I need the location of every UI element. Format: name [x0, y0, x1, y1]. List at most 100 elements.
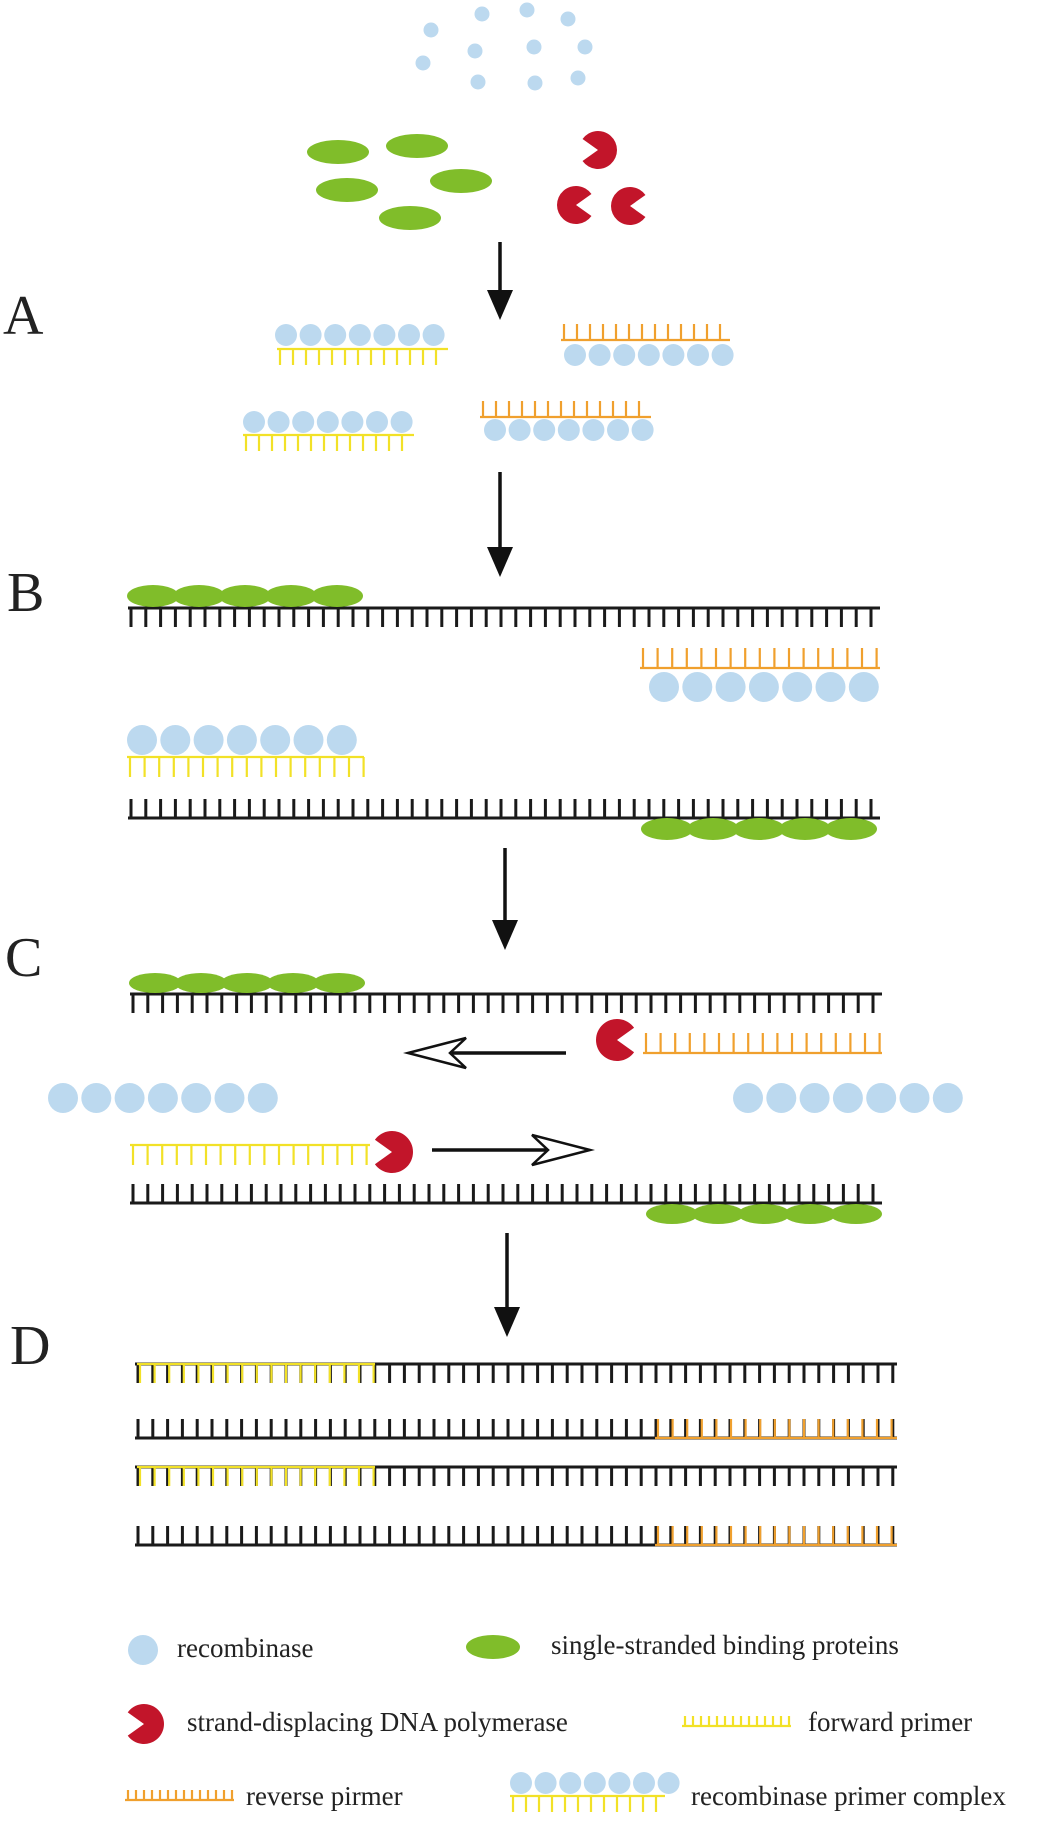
- ssb-protein: [830, 1204, 882, 1224]
- recombinase-bead: [247, 1083, 278, 1113]
- complex-a2-recombinase: [564, 344, 734, 366]
- recombinase-bead: [341, 411, 364, 433]
- recombinase-bead: [899, 1083, 930, 1113]
- ssb-protein: [386, 134, 448, 158]
- ssb-row-c-bottom: [646, 1204, 882, 1224]
- free-polymerase-3: [611, 187, 646, 226]
- recombinase-bead: [373, 324, 396, 346]
- complex-a3-recombinase: [243, 411, 413, 433]
- recombinase-bead: [733, 1083, 763, 1113]
- amplicon-1-bottom-strand-path: [135, 1419, 897, 1440]
- recombinase-dot: [467, 43, 483, 59]
- complex-a3-forward-primer-path: [243, 433, 414, 451]
- template-b-top: [128, 606, 880, 627]
- primer-b-reverse: [640, 648, 880, 670]
- ssb-row-c-top: [129, 973, 365, 993]
- template-c-bottom: [130, 1184, 882, 1205]
- recombinase-bead: [662, 344, 685, 366]
- amplicon-2-bottom-strand-path: [135, 1526, 897, 1547]
- recombinase-bead: [582, 419, 605, 441]
- recombinase-bead: [398, 324, 420, 346]
- complex-a1-recombinase: [275, 324, 445, 346]
- recombinase-bead: [748, 672, 779, 702]
- complex-a4-reverse-primer-path: [480, 401, 651, 419]
- legend-ssb-icon: [466, 1635, 520, 1659]
- recombinase-dot: [423, 22, 439, 38]
- recombinase-bead: [422, 324, 445, 346]
- recombinase-bead: [766, 1083, 797, 1113]
- amplicon-2-reverse-primer-path: [655, 1526, 897, 1547]
- step-label-b: B: [7, 562, 45, 624]
- step-label-c: C: [5, 927, 43, 989]
- legend-label-polymerase: strand-displacing DNA polymerase: [187, 1707, 568, 1737]
- recombinase-bead: [366, 411, 388, 433]
- legend-complex-recombinase-icon: [510, 1772, 680, 1794]
- recombinase-dot: [470, 74, 486, 90]
- free-recombinase-dots: [415, 2, 593, 91]
- arrow-to-step-c-head: [492, 920, 518, 950]
- amplicon-2-forward-primer: [137, 1465, 375, 1486]
- free-ssb-proteins: [307, 134, 492, 230]
- arrow-to-step-c: [492, 848, 518, 950]
- recombinase-bead: [711, 344, 734, 366]
- complex-a3-forward-primer: [243, 433, 414, 451]
- ssb-protein: [430, 169, 492, 193]
- ssb-protein: [641, 818, 693, 840]
- recombinase-bead: [782, 672, 813, 702]
- ssb-protein: [779, 818, 831, 840]
- arrow-c-leftward-head: [403, 1036, 467, 1070]
- recombinase-bead: [299, 324, 322, 346]
- recombinase-bead: [275, 324, 297, 346]
- recombinase-dot: [415, 55, 431, 71]
- recombinase-bead: [657, 1772, 680, 1794]
- recombinase-bead: [533, 419, 556, 441]
- primer-b-forward: [127, 755, 365, 777]
- recombinase-bead: [682, 672, 713, 702]
- legend-reverse-primer-icon-path: [125, 1790, 234, 1802]
- ssb-row-b-bottom: [641, 818, 877, 840]
- amplicon-1-reverse-primer-path: [655, 1419, 897, 1440]
- recombinase-dot: [577, 39, 593, 55]
- legend-label-ssb: single-stranded binding proteins: [551, 1630, 899, 1660]
- ssb-protein: [313, 973, 365, 993]
- legend-label-recombinase: recombinase: [177, 1633, 314, 1663]
- legend-label-forward-primer: forward primer: [808, 1707, 973, 1737]
- recombinase-bead: [534, 1772, 557, 1794]
- ssb-protein: [219, 585, 271, 607]
- complex-a1-forward-primer: [277, 347, 448, 365]
- amplicon-1-top-strand: [135, 1362, 897, 1383]
- amplicon-2-forward-primer-path: [137, 1465, 375, 1486]
- ssb-protein: [687, 818, 739, 840]
- recombinase-bead: [637, 344, 660, 366]
- arrow-c-rightward: [432, 1133, 595, 1167]
- recombinase-bead: [557, 419, 580, 441]
- ssb-protein: [825, 818, 877, 840]
- template-c-bottom-path: [130, 1184, 882, 1205]
- recombinase-bead: [815, 672, 846, 702]
- ssb-protein: [379, 206, 441, 230]
- primer-c-reverse: [643, 1033, 882, 1055]
- recombinase-bead: [649, 672, 679, 702]
- recombinase-bead: [510, 1772, 532, 1794]
- template-b-bottom: [128, 799, 880, 820]
- recombinase-bead: [260, 725, 291, 755]
- primer-b-reverse-path: [640, 648, 880, 670]
- ssb-protein: [265, 585, 317, 607]
- recombinase-bead: [390, 411, 413, 433]
- recombinase-bead: [484, 419, 506, 441]
- arrows: [403, 242, 595, 1337]
- arrow-to-step-a: [487, 242, 513, 320]
- free-polymerase-2: [557, 186, 592, 224]
- primer-c-forward-path: [130, 1143, 370, 1165]
- ssb-protein: [175, 973, 227, 993]
- legend-forward-primer-icon: [682, 1716, 791, 1728]
- arrow-to-step-b-head: [487, 547, 513, 577]
- free-polymerase-1: [582, 130, 617, 169]
- primer-c-forward: [130, 1143, 370, 1165]
- step-label-d: D: [10, 1315, 51, 1377]
- recombinase-bead: [326, 725, 357, 755]
- ssb-protein: [129, 973, 181, 993]
- recombinase-dot: [570, 70, 586, 86]
- recombinase-bead: [48, 1083, 78, 1113]
